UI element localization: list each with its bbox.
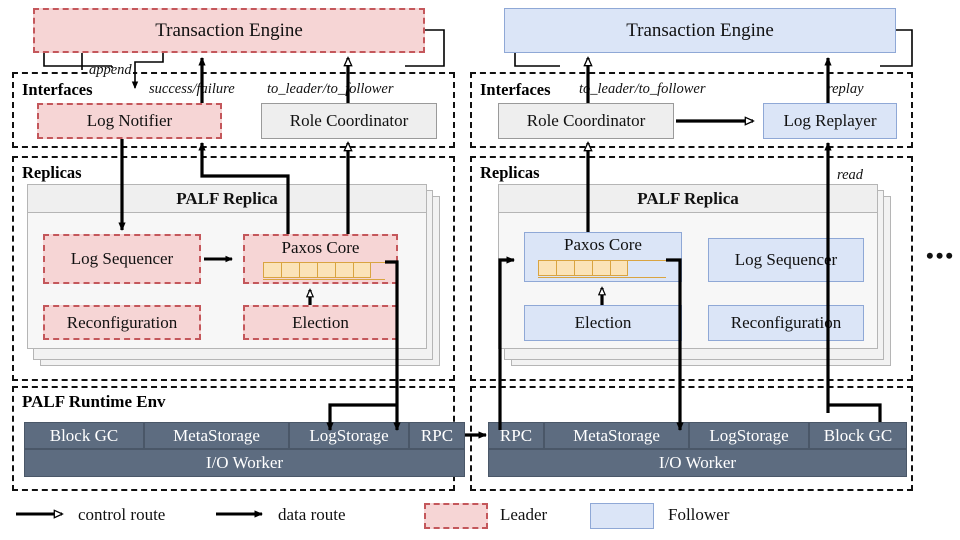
legend-follower-swatch	[590, 503, 654, 529]
log-notifier-box: Log Notifier	[37, 103, 222, 139]
leader-role-coordinator-box: Role Coordinator	[261, 103, 437, 139]
leader-paxos-log-cells	[263, 262, 371, 278]
legend-leader-swatch	[424, 503, 488, 529]
paxos-log-cell	[556, 260, 574, 276]
leader-runtime-metastorage: MetaStorage	[144, 422, 289, 449]
paxos-log-cell	[574, 260, 592, 276]
leader-paxos-core-label: Paxos Core	[281, 238, 360, 257]
follower-transaction-engine: Transaction Engine	[504, 8, 896, 53]
legend-follower-label: Follower	[668, 505, 730, 524]
leader-election-box: Election	[243, 305, 398, 340]
follower-runtime-section	[470, 386, 913, 491]
leader-io-worker: I/O Worker	[24, 449, 465, 477]
paxos-log-cell	[592, 260, 610, 276]
leader-runtime-block-gc: Block GC	[24, 422, 144, 449]
leader-runtime-logstorage: LogStorage	[289, 422, 409, 449]
leader-runtime-rpc: RPC	[409, 422, 465, 449]
legend-control-route-label: control route	[78, 505, 166, 524]
follower-runtime-rpc: RPC	[488, 422, 544, 449]
paxos-log-cell	[281, 262, 299, 278]
paxos-log-cell	[335, 262, 353, 278]
label-to-leader-to-follower-left: to_leader/to_follower	[266, 81, 395, 98]
legend-leader-label: Leader	[500, 505, 548, 524]
follower-runtime-block-gc: Block GC	[809, 422, 907, 449]
paxos-log-cell	[610, 260, 628, 276]
paxos-log-cell	[299, 262, 317, 278]
label-read: read	[836, 167, 865, 184]
paxos-log-cell	[353, 262, 371, 278]
leader-runtime-label: PALF Runtime Env	[20, 392, 168, 412]
follower-paxos-core-label: Paxos Core	[564, 235, 642, 254]
leader-reconfiguration-box: Reconfiguration	[43, 305, 201, 340]
more-replicas-ellipsis: •••	[926, 243, 956, 268]
paxos-log-cell	[317, 262, 335, 278]
label-replay: replay	[826, 81, 865, 98]
follower-reconfiguration-box: Reconfiguration	[708, 305, 864, 341]
label-append: append	[88, 62, 133, 79]
leader-interfaces-label: Interfaces	[20, 80, 95, 100]
follower-replica-header: PALF Replica	[498, 184, 878, 212]
follower-runtime-metastorage: MetaStorage	[544, 422, 689, 449]
label-to-leader-to-follower-right: to_leader/to_follower	[578, 81, 707, 98]
follower-interfaces-label: Interfaces	[478, 80, 553, 100]
follower-log-sequencer-box: Log Sequencer	[708, 238, 864, 282]
conn-fte-left-wrap	[514, 53, 560, 67]
follower-paxos-log-cells	[538, 260, 628, 276]
follower-interfaces-section	[470, 72, 913, 148]
leader-transaction-engine: Transaction Engine	[33, 8, 425, 53]
leader-replica-header: PALF Replica	[27, 184, 427, 212]
paxos-log-cell	[538, 260, 556, 276]
leader-replicas-label: Replicas	[20, 163, 84, 183]
follower-runtime-logstorage: LogStorage	[689, 422, 809, 449]
follower-role-coordinator-box: Role Coordinator	[498, 103, 674, 139]
paxos-log-cell	[263, 262, 281, 278]
follower-election-box: Election	[524, 305, 682, 341]
follower-io-worker: I/O Worker	[488, 449, 907, 477]
log-replayer-box: Log Replayer	[763, 103, 897, 139]
leader-log-sequencer-box: Log Sequencer	[43, 234, 201, 284]
follower-replicas-label: Replicas	[478, 163, 542, 183]
label-success-failure: success/failure	[148, 81, 236, 98]
legend-data-route-label: data route	[278, 505, 346, 524]
follower-replicas-section	[470, 156, 913, 381]
